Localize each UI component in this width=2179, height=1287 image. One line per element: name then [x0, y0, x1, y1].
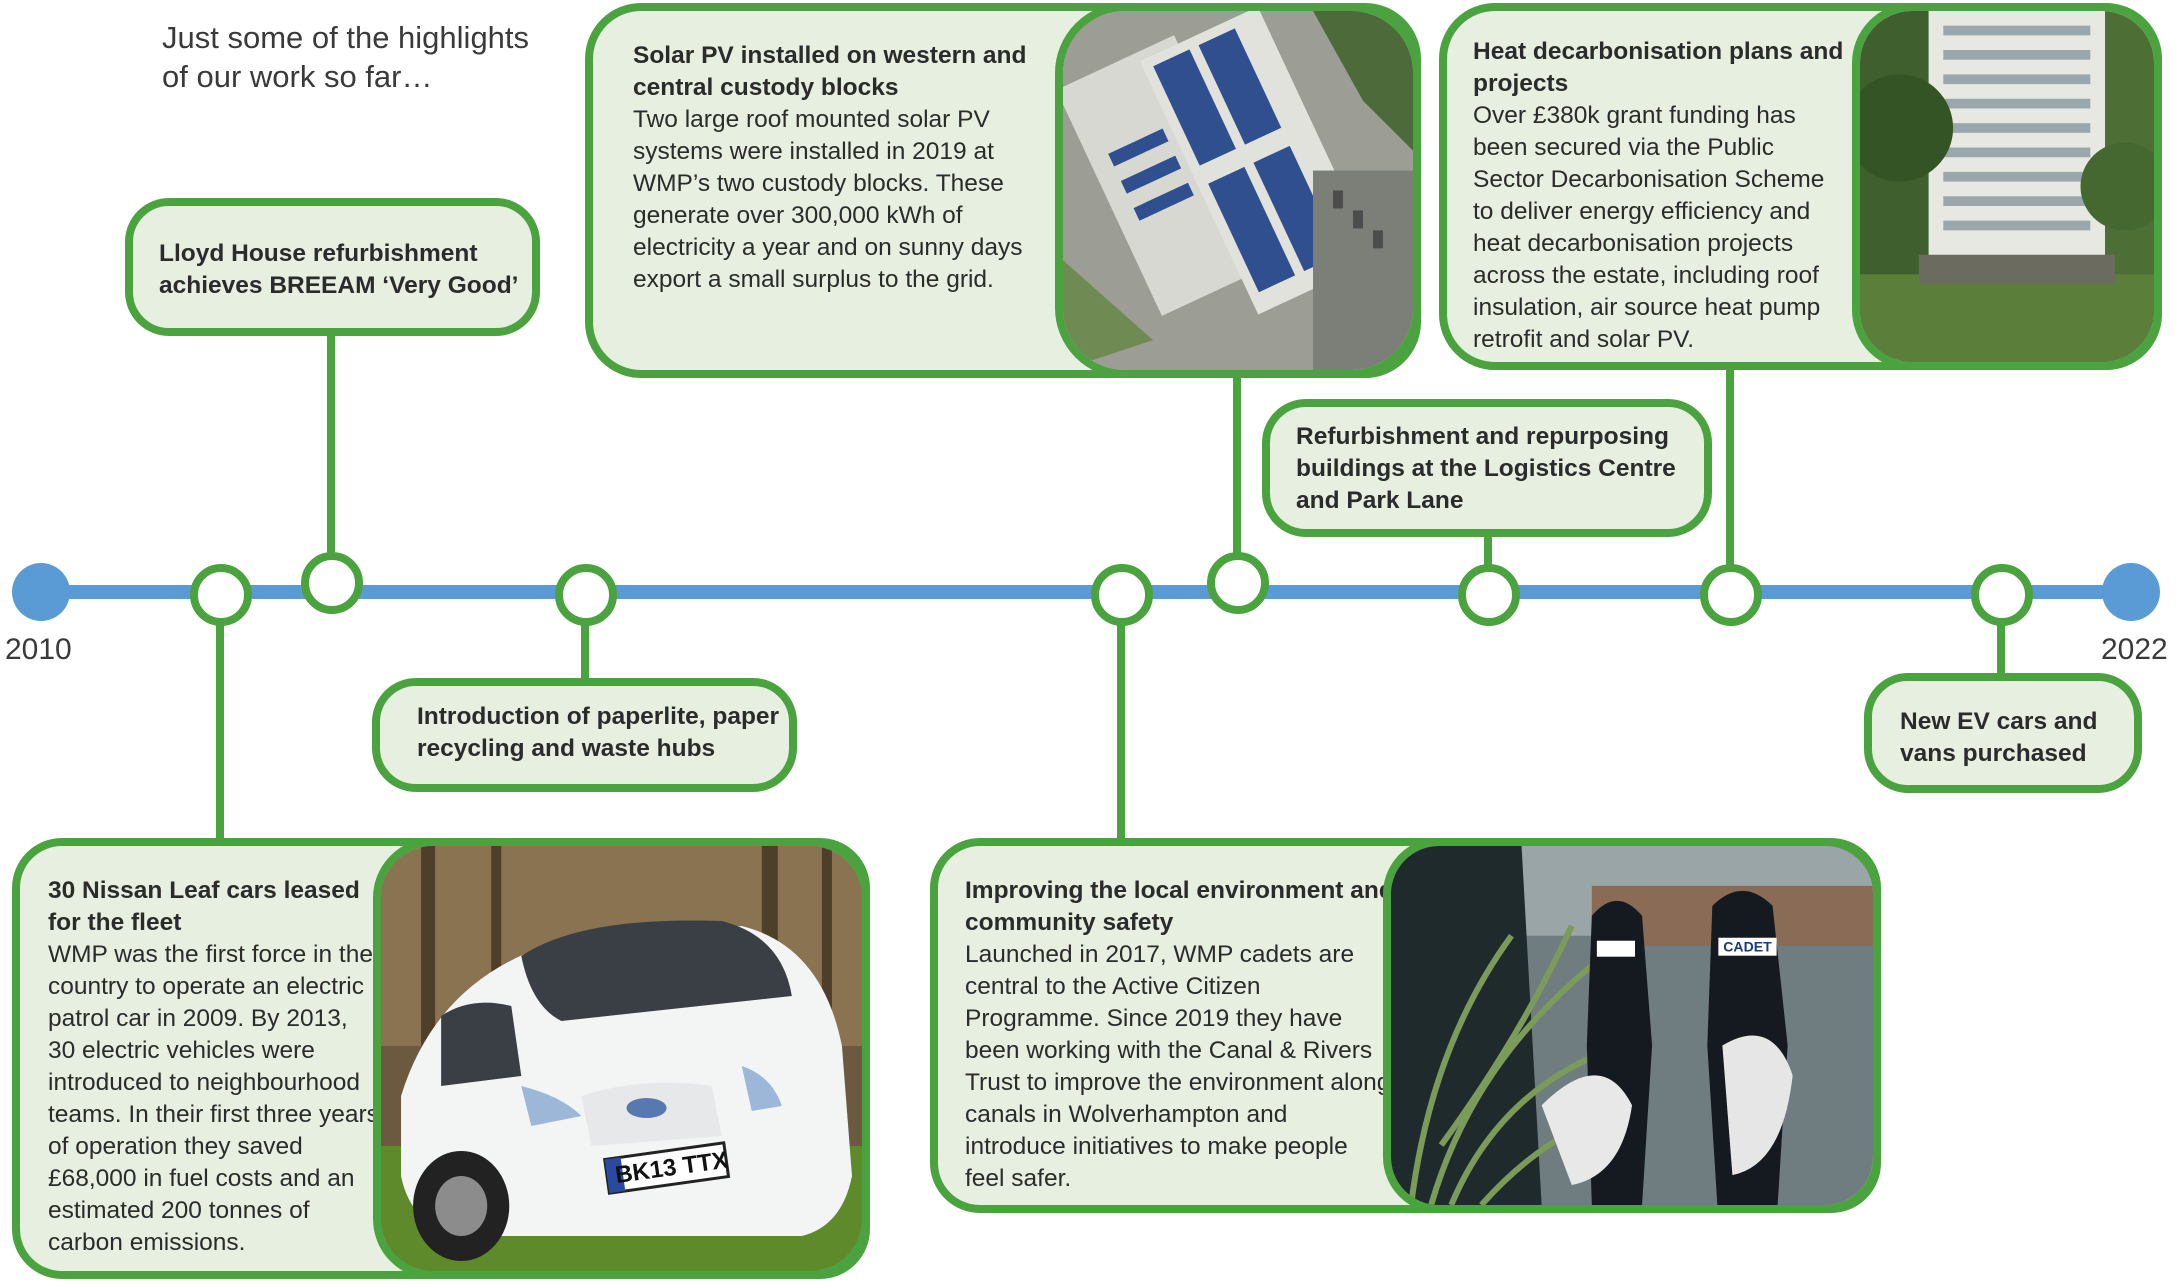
cadet-badge-text: CADET	[1723, 939, 1772, 955]
node-heat	[1700, 564, 1762, 626]
solar-body-4: generate over 300,000 kWh of	[633, 202, 963, 229]
start-year-label: 2010	[5, 633, 72, 666]
solar-title-line-1: Solar PV installed on western and	[633, 42, 1027, 69]
localenv-body-5: Trust to improve the environment along	[965, 1069, 1391, 1096]
solar-body-1: Two large roof mounted solar PV	[633, 106, 990, 133]
lloyd-house-building-photo	[1852, 3, 2162, 370]
nissan-title-line-2: for the fleet	[48, 909, 182, 936]
paperlite-title-line-2: recycling and waste hubs	[417, 735, 716, 762]
stem-heat	[1726, 365, 1734, 565]
heat-title-line-2: projects	[1473, 70, 1569, 97]
stem-lloyd	[327, 330, 335, 560]
localenv-body-4: been working with the Canal & Rivers	[965, 1037, 1373, 1064]
localenv-body-1: Launched in 2017, WMP cadets are	[965, 941, 1355, 968]
stem-solar	[1233, 370, 1241, 560]
solar-title-line-2: central custody blocks	[633, 74, 899, 101]
heat-body-2: been secured via the Public	[1473, 134, 1774, 161]
nissan-body-5: introduced to neighbourhood	[48, 1069, 360, 1096]
lloyd-title-line-2: achieves BREEAM ‘Very Good’	[159, 272, 519, 299]
localenv-title-line-1: Improving the local environment and	[965, 877, 1394, 904]
timeline-end-dot	[2102, 563, 2160, 621]
localenv-body-2: central to the Active Citizen	[965, 973, 1261, 1000]
lloyd-title-line-1: Lloyd House refurbishment	[159, 240, 478, 267]
intro-line-2: of our work so far…	[162, 59, 433, 94]
stem-nissan	[216, 612, 224, 844]
logistics-title-line-3: and Park Lane	[1296, 487, 1464, 514]
milestone-lloyd-house: Lloyd House refurbishment achieves BREEA…	[125, 198, 540, 336]
nissan-body-4: 30 electric vehicles were	[48, 1037, 315, 1064]
logistics-title-line-1: Refurbishment and repurposing	[1296, 423, 1669, 450]
nissan-body-10: carbon emissions.	[48, 1229, 246, 1256]
milestone-ev-cars: New EV cars and vans purchased	[1864, 673, 2142, 793]
nissan-body-2: country to operate an electric	[48, 973, 364, 1000]
intro-text: Just some of the highlights of our work …	[162, 18, 529, 96]
nissan-title-line-1: 30 Nissan Leaf cars leased	[48, 877, 360, 904]
milestone-logistics-centre: Refurbishment and repurposing buildings …	[1262, 399, 1712, 537]
localenv-body-3: Programme. Since 2019 they have	[965, 1005, 1343, 1032]
stem-logistics	[1484, 530, 1492, 566]
end-year-label: 2022	[2101, 633, 2168, 666]
solar-body-6: export a small surplus to the grid.	[633, 266, 994, 293]
localenv-body-8: feel safer.	[965, 1165, 1072, 1192]
solar-roof-aerial-photo	[1055, 3, 1421, 378]
nissan-body-7: of operation they saved	[48, 1133, 303, 1160]
localenv-body-7: introduce initiatives to make people	[965, 1133, 1348, 1160]
node-paperlite	[555, 564, 617, 626]
stem-local-env	[1117, 612, 1125, 844]
nissan-body-3: patrol car in 2009. By 2013,	[48, 1005, 348, 1032]
logistics-title-line-2: buildings at the Logistics Centre	[1296, 455, 1676, 482]
node-nissan	[190, 564, 252, 626]
nissan-body-6: teams. In their first three years	[48, 1101, 379, 1128]
heat-body-6: across the estate, including roof	[1473, 262, 1819, 289]
solar-body-3: WMP’s two custody blocks. These	[633, 170, 1004, 197]
nissan-leaf-car-photo: BK13 TTX	[373, 838, 870, 1279]
ev-title-line-2: vans purchased	[1900, 740, 2087, 767]
node-ev	[1971, 564, 2033, 626]
paperlite-title-line-1: Introduction of paperlite, paper	[417, 703, 780, 730]
heat-body-4: to deliver energy efficiency and	[1473, 198, 1811, 225]
cadets-canal-photo: CADET	[1383, 838, 1881, 1213]
localenv-title-line-2: community safety	[965, 909, 1174, 936]
node-lloyd	[301, 552, 363, 614]
nissan-body-9: estimated 200 tonnes of	[48, 1197, 310, 1224]
heat-body-8: retrofit and solar PV.	[1473, 326, 1695, 353]
stem-ev	[1997, 615, 2005, 680]
node-solar	[1207, 552, 1269, 614]
ev-title-line-1: New EV cars and	[1900, 708, 2098, 735]
timeline-start-dot	[12, 563, 70, 621]
solar-body-2: systems were installed in 2019 at	[633, 138, 994, 165]
nissan-body-1: WMP was the first force in the	[48, 941, 373, 968]
heat-body-1: Over £380k grant funding has	[1473, 102, 1796, 129]
stem-paperlite	[581, 615, 589, 685]
solar-body-5: electricity a year and on sunny days	[633, 234, 1023, 261]
heat-title-line-1: Heat decarbonisation plans and	[1473, 38, 1844, 65]
heat-body-7: insulation, air source heat pump	[1473, 294, 1821, 321]
heat-body-3: Sector Decarbonisation Scheme	[1473, 166, 1825, 193]
localenv-body-6: canals in Wolverhampton and	[965, 1101, 1288, 1128]
node-logistics	[1458, 564, 1520, 626]
cropped-heading	[120, 0, 560, 8]
intro-line-1: Just some of the highlights	[162, 20, 530, 55]
heat-body-5: heat decarbonisation projects	[1473, 230, 1794, 257]
node-local-env	[1091, 564, 1153, 626]
milestone-paperlite: Introduction of paperlite, paper recycli…	[372, 678, 797, 792]
nissan-body-8: £68,000 in fuel costs and an	[48, 1165, 355, 1192]
